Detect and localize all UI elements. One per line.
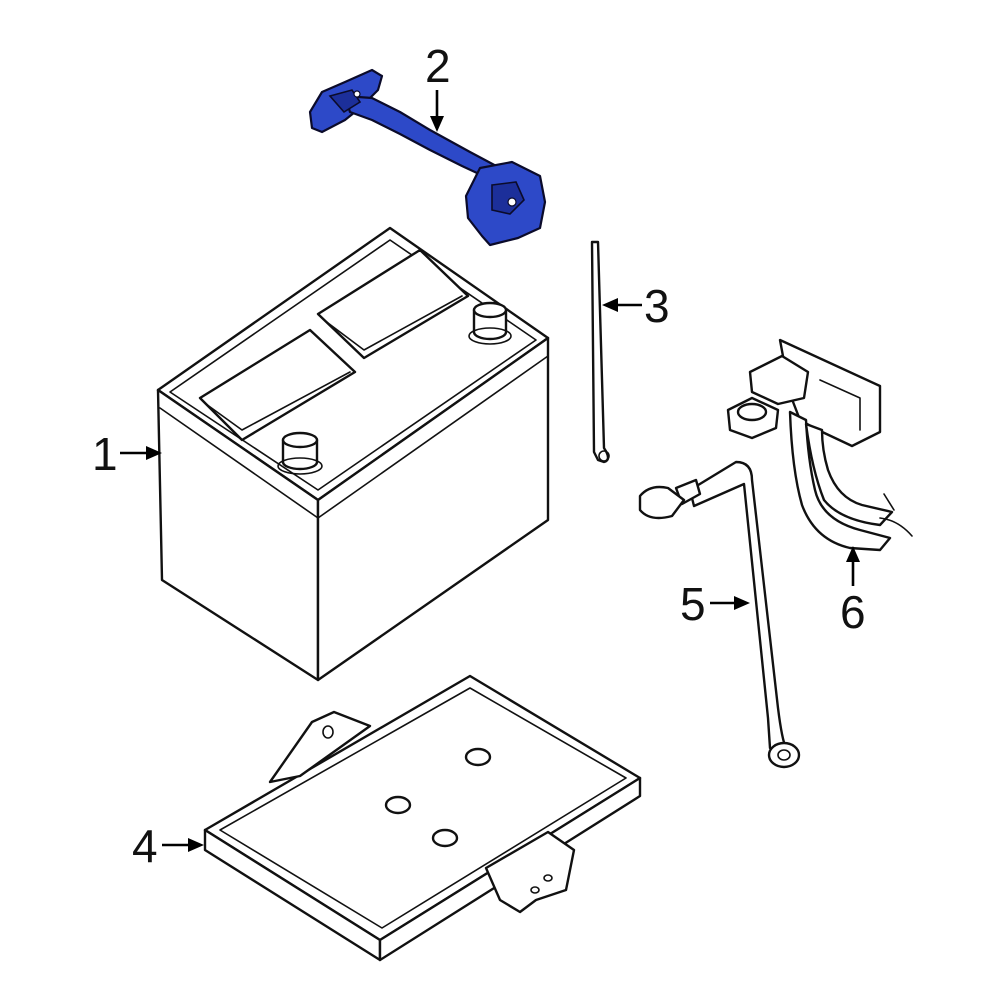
callout-label-3: 3 [644,280,670,332]
callout-label-5: 5 [680,578,706,630]
battery-terminal-negative [277,431,323,475]
hold-down-rod[interactable] [590,240,610,464]
callout-6: 6 [840,546,866,638]
callout-1: 1 [92,428,162,480]
hold-down-bracket[interactable] [308,68,547,247]
callout-4: 4 [132,820,204,872]
battery-terminal-positive [468,301,512,345]
callout-2: 2 [425,40,451,132]
callout-label-6: 6 [840,586,866,638]
battery-harness[interactable] [726,338,913,552]
callout-label-1: 1 [92,428,118,480]
callout-5: 5 [680,578,750,630]
battery-tray[interactable] [203,674,642,962]
callout-3: 3 [602,280,670,332]
battery-cable[interactable] [638,460,801,769]
callout-label-4: 4 [132,820,158,872]
battery[interactable] [156,226,550,682]
callout-label-2: 2 [425,40,451,92]
